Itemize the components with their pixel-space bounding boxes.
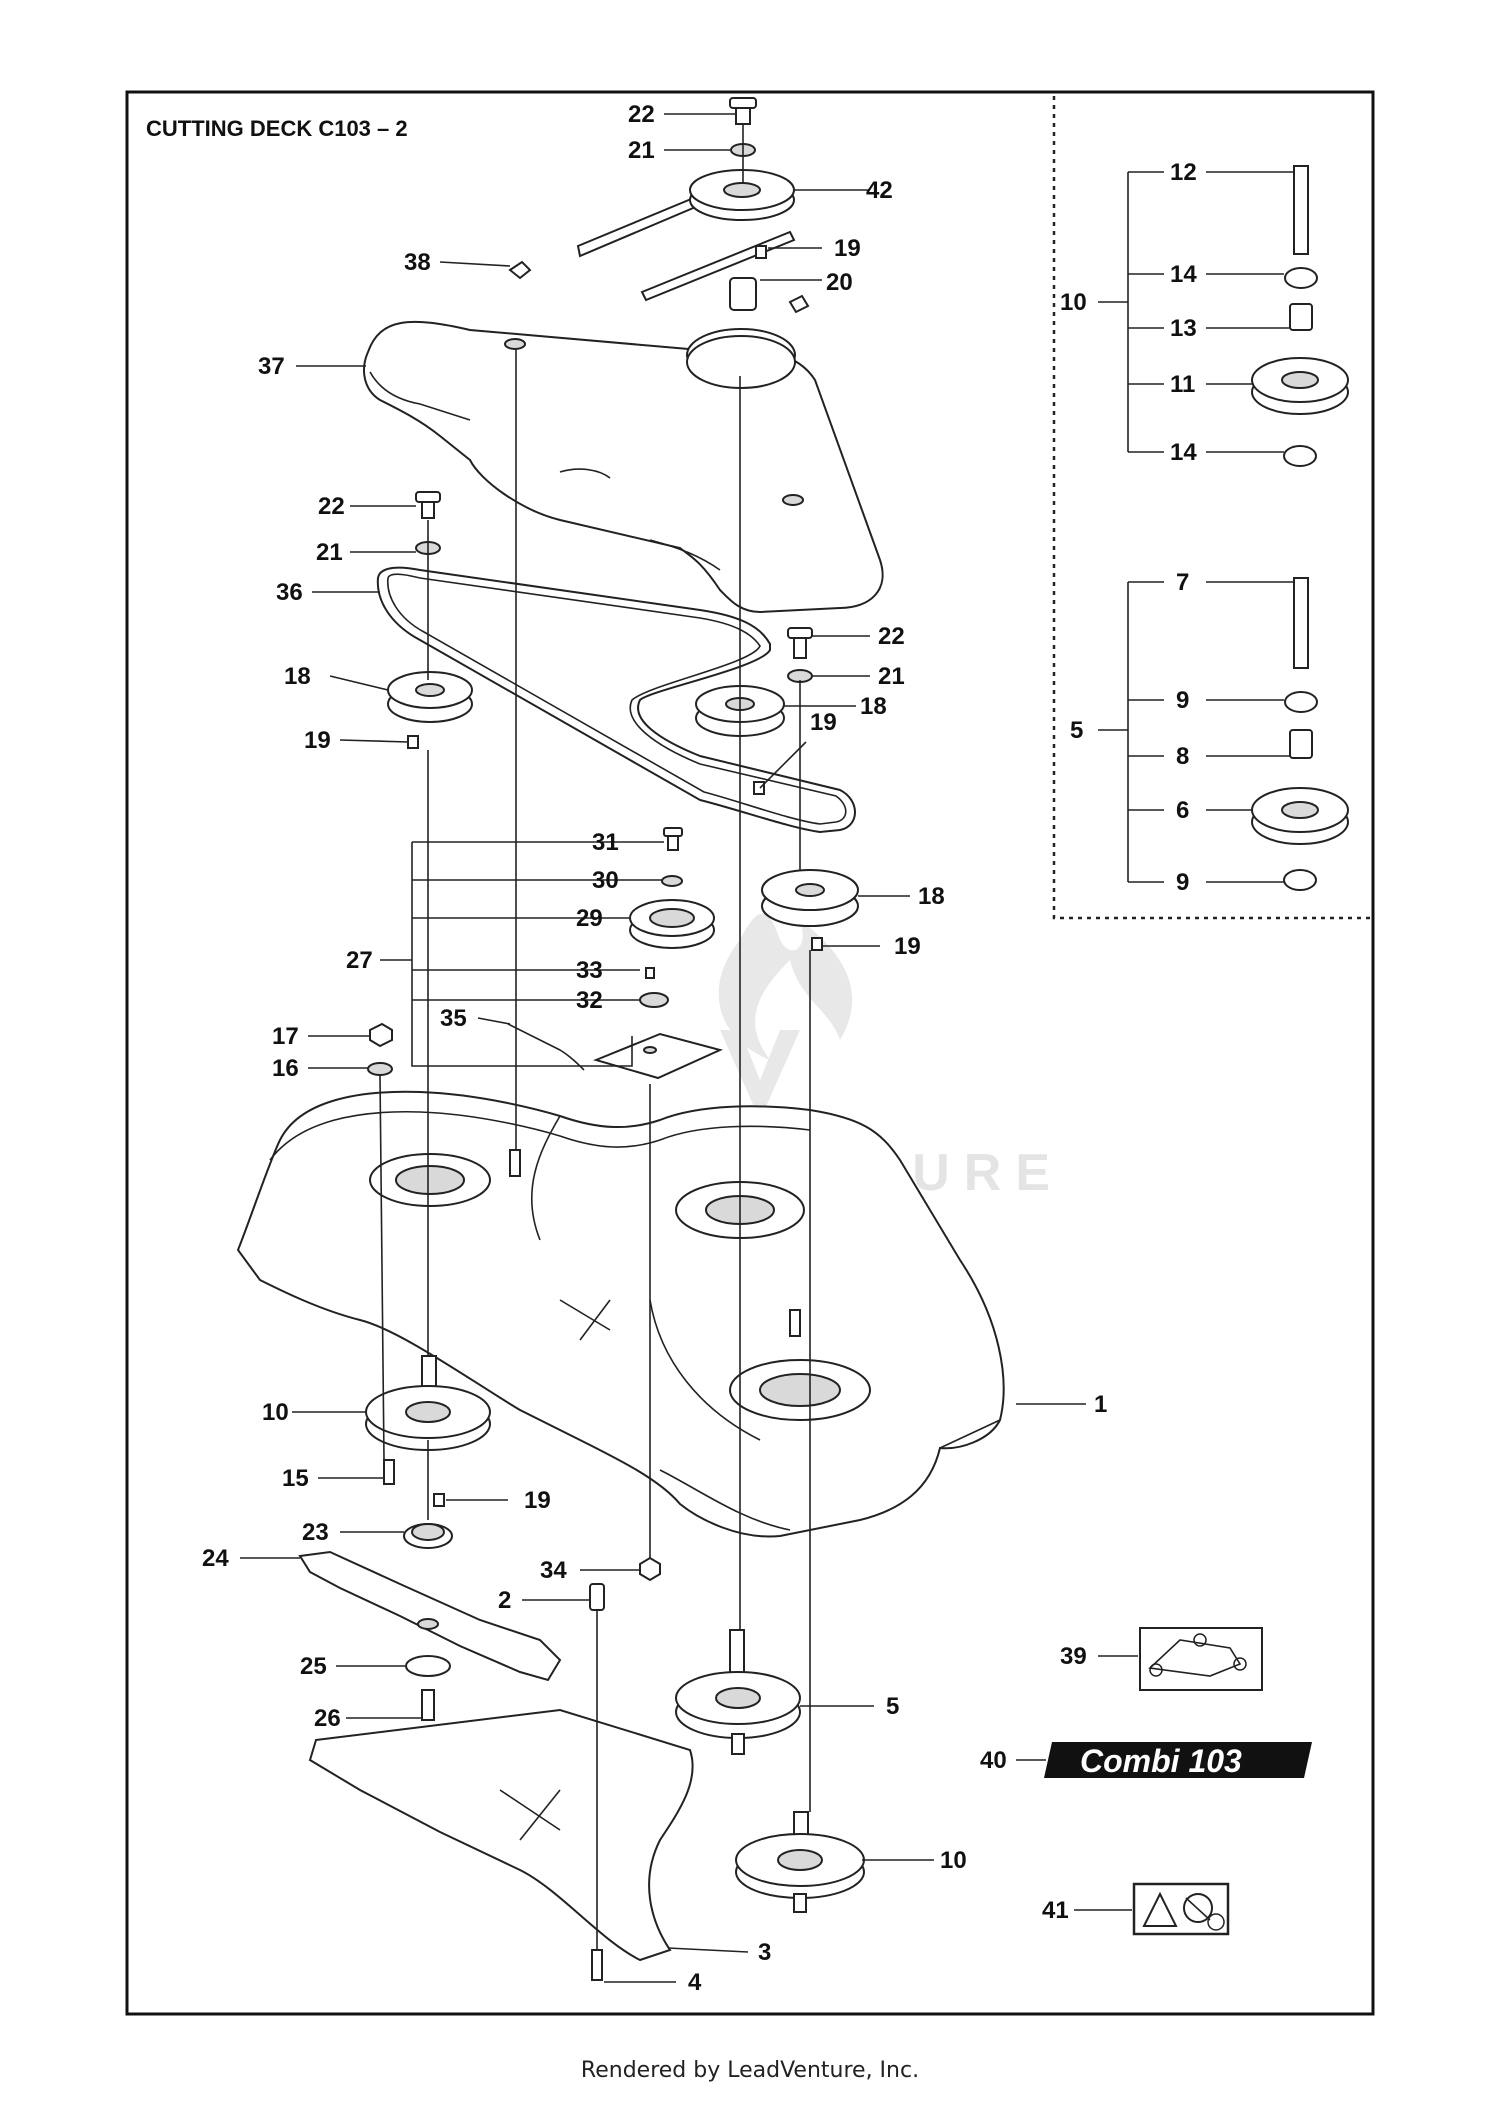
- callout-33: 33: [576, 957, 603, 984]
- callout-31: 31: [592, 829, 619, 856]
- callout-2: 2: [498, 1587, 511, 1614]
- kit-dashed-box: [1052, 96, 1370, 920]
- callout-19: 19: [894, 933, 921, 960]
- decal-41: [1132, 1882, 1230, 1936]
- callout-32: 32: [576, 987, 603, 1014]
- kit-callout-9: 9: [1176, 869, 1189, 896]
- callout-19: 19: [810, 709, 837, 736]
- kit-callout-8: 8: [1176, 743, 1189, 770]
- callout-21: 21: [878, 663, 905, 690]
- callout-35: 35: [440, 1005, 467, 1032]
- kit-callout-6: 6: [1176, 797, 1189, 824]
- callout-19: 19: [834, 235, 861, 262]
- callout-36: 36: [276, 579, 303, 606]
- callout-19: 19: [524, 1487, 551, 1514]
- callout-34: 34: [540, 1557, 567, 1584]
- callout-19: 19: [304, 727, 331, 754]
- callout-41: 41: [1042, 1897, 1069, 1924]
- cutting-deck: [236, 1090, 1005, 1538]
- kit-callout-9: 9: [1176, 687, 1189, 714]
- callout-10: 10: [262, 1399, 289, 1426]
- callout-29: 29: [576, 905, 603, 932]
- callout-30: 30: [592, 867, 619, 894]
- decal-40-text: Combi 103: [1080, 1743, 1242, 1779]
- pulley-right: [761, 869, 859, 951]
- callout-17: 17: [272, 1023, 299, 1050]
- leader-lines: [240, 113, 1294, 1983]
- callout-21: 21: [316, 539, 343, 566]
- callout-1: 1: [1094, 1391, 1107, 1418]
- spindle-washer: [403, 1523, 453, 1549]
- callout-15: 15: [282, 1465, 309, 1492]
- kit-callout-13: 13: [1170, 315, 1197, 342]
- kit-callout-7: 7: [1176, 569, 1189, 596]
- top-cover: [363, 320, 884, 614]
- callout-27: 27: [346, 947, 373, 974]
- kit-callout-14: 14: [1170, 261, 1197, 288]
- callout-3: 3: [758, 1939, 771, 1966]
- callout-18: 18: [918, 883, 945, 910]
- callout-18: 18: [860, 693, 887, 720]
- nut-washer-left: [367, 1022, 393, 1076]
- callout-10: 10: [940, 1847, 967, 1874]
- kit-callout-10: 10: [1060, 289, 1087, 316]
- left-bolt-stack: [415, 491, 441, 555]
- callout-18: 18: [284, 663, 311, 690]
- callout-38: 38: [404, 249, 431, 276]
- kit-10-parts: [1251, 165, 1349, 467]
- callout-25: 25: [300, 1653, 327, 1680]
- decal-40: Combi 103: [1044, 1742, 1312, 1779]
- top-pulley-assembly: [508, 97, 810, 314]
- kit-5-parts: [1251, 577, 1349, 891]
- right-bolt-stack: [787, 627, 813, 683]
- callout-26: 26: [314, 1705, 341, 1732]
- callout-labels: 22 21 42 19 20 38 37 22 21 36 22 21 18 1…: [202, 101, 1197, 1996]
- spindle-middle: [675, 1629, 801, 1755]
- callout-16: 16: [272, 1055, 299, 1082]
- callout-21: 21: [628, 137, 655, 164]
- callout-20: 20: [826, 269, 853, 296]
- spindle-bottom: [735, 1811, 865, 1913]
- kit-callout-5: 5: [1070, 717, 1083, 744]
- callout-24: 24: [202, 1545, 229, 1572]
- spindle-left: [365, 1355, 491, 1507]
- blade: [298, 1550, 562, 1721]
- pulley-left: [387, 671, 473, 749]
- callout-40: 40: [980, 1747, 1007, 1774]
- idler-assembly: [507, 827, 723, 1080]
- callout-23: 23: [302, 1519, 329, 1546]
- callout-22: 22: [318, 493, 345, 520]
- callout-4: 4: [688, 1969, 702, 1996]
- deflector-plate: [308, 1708, 694, 1962]
- kit-callout-12: 12: [1170, 159, 1197, 186]
- decal-39: [1139, 1627, 1263, 1691]
- footer-credit: Rendered by LeadVenture, Inc.: [580, 2058, 920, 2083]
- kit-callout-14: 14: [1170, 439, 1197, 466]
- callout-37: 37: [258, 353, 285, 380]
- callout-22: 22: [628, 101, 655, 128]
- callout-42: 42: [866, 177, 893, 204]
- kit-callout-11: 11: [1170, 371, 1195, 398]
- callout-22: 22: [878, 623, 905, 650]
- diagram-frame: [125, 90, 1375, 2016]
- callout-5: 5: [886, 1693, 899, 1720]
- drive-belt: [376, 566, 856, 834]
- diagram-title: CUTTING DECK C103 – 2: [146, 116, 408, 141]
- callout-39: 39: [1060, 1643, 1087, 1670]
